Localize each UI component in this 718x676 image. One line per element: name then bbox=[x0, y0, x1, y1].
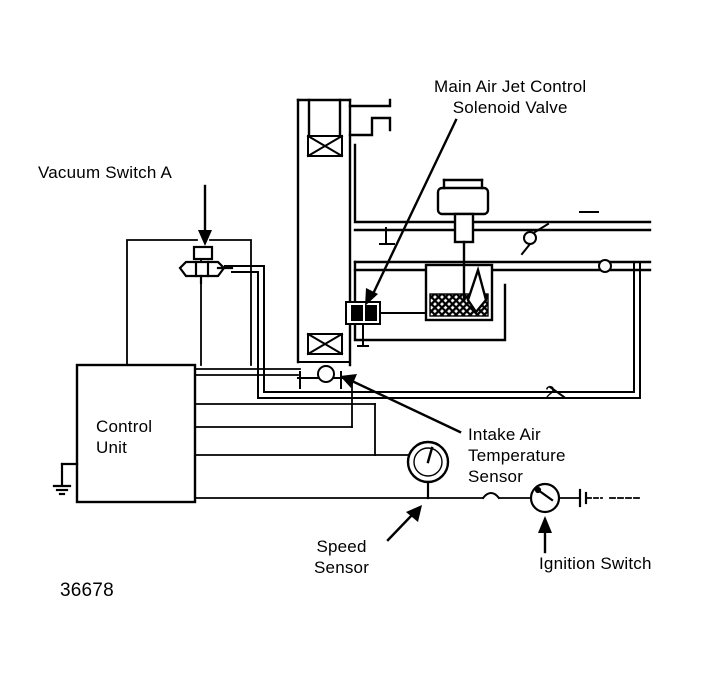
filter-element-lower bbox=[306, 332, 344, 356]
label-line: Temperature bbox=[468, 446, 566, 465]
label-connector-number: 2 bbox=[545, 383, 555, 404]
label-line: Vacuum Switch A bbox=[38, 163, 173, 182]
pointer-arrow-vacuum-switch bbox=[198, 184, 212, 246]
filter-element-upper bbox=[306, 134, 344, 158]
fuse-symbol bbox=[481, 492, 501, 500]
carburetor-body bbox=[353, 178, 612, 342]
pointer-arrow-ignition bbox=[538, 516, 552, 554]
label-intake-air-temperature-sensor: Intake Air Temperature Sensor bbox=[468, 424, 566, 487]
label-line: Sensor bbox=[468, 467, 524, 486]
label-control-unit: Control Unit bbox=[96, 416, 152, 458]
label-ignition-switch: Ignition Switch bbox=[539, 553, 652, 574]
label-speed-sensor: Speed Sensor bbox=[314, 536, 369, 578]
label-line: 2 bbox=[545, 383, 556, 403]
intake-air-temperature-sensor bbox=[297, 361, 351, 389]
label-line: Speed bbox=[316, 537, 367, 556]
label-line: Control bbox=[96, 417, 153, 436]
speed-sensor-gauge bbox=[406, 440, 450, 500]
label-line: Intake Air bbox=[468, 425, 541, 444]
wiring-harness bbox=[126, 239, 641, 499]
ignition-switch bbox=[529, 482, 588, 514]
label-line: Main Air Jet Control bbox=[434, 77, 587, 96]
label-line: Unit bbox=[96, 438, 128, 457]
label-line: Sensor bbox=[314, 558, 370, 577]
throttle-linkage bbox=[379, 211, 599, 256]
control-unit-box bbox=[75, 363, 197, 504]
pointer-arrow-speed-sensor bbox=[386, 505, 422, 542]
label-vacuum-switch: Vacuum Switch A bbox=[38, 162, 172, 183]
pointer-arrow-main-air-jet bbox=[365, 118, 458, 306]
vacuum-switch-a bbox=[178, 245, 234, 285]
label-line: 36678 bbox=[60, 580, 114, 601]
figure-id: 36678 bbox=[60, 580, 114, 601]
vacuum-hose bbox=[224, 262, 641, 399]
label-line: Solenoid Valve bbox=[452, 98, 568, 117]
label-main-air-jet-solenoid: Main Air Jet Control Solenoid Valve bbox=[434, 76, 586, 118]
pointer-arrow-intake-sensor bbox=[340, 374, 462, 434]
main-air-jet-solenoid-valve bbox=[345, 301, 427, 347]
ground-symbol-control-unit bbox=[52, 462, 79, 496]
label-line: Ignition Switch bbox=[539, 554, 652, 573]
